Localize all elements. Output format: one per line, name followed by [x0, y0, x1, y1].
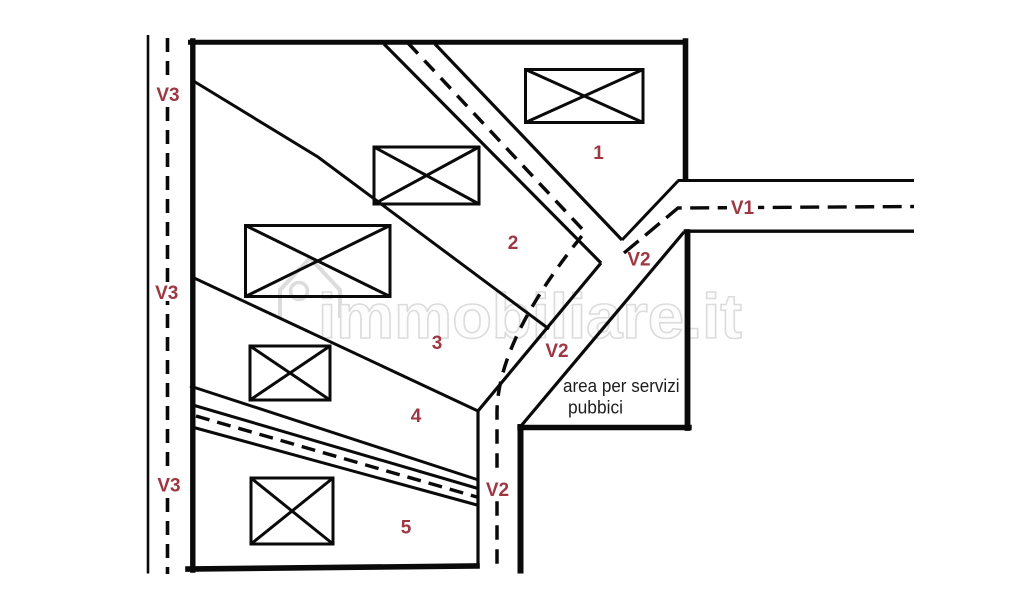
- svg-text:V3: V3: [157, 476, 180, 497]
- svg-text:V1: V1: [731, 198, 755, 219]
- svg-text:V3: V3: [156, 85, 179, 106]
- svg-text:pubbici: pubbici: [568, 397, 623, 418]
- svg-text:5: 5: [401, 518, 412, 539]
- svg-text:3: 3: [432, 333, 443, 354]
- svg-text:V2: V2: [486, 480, 509, 501]
- svg-text:area per servizi: area per servizi: [563, 375, 680, 396]
- svg-text:V2: V2: [627, 250, 650, 271]
- svg-text:1: 1: [593, 143, 604, 164]
- svg-text:4: 4: [411, 406, 422, 427]
- svg-text:V2: V2: [545, 341, 568, 362]
- svg-text:V3: V3: [155, 283, 178, 304]
- svg-text:2: 2: [508, 233, 519, 254]
